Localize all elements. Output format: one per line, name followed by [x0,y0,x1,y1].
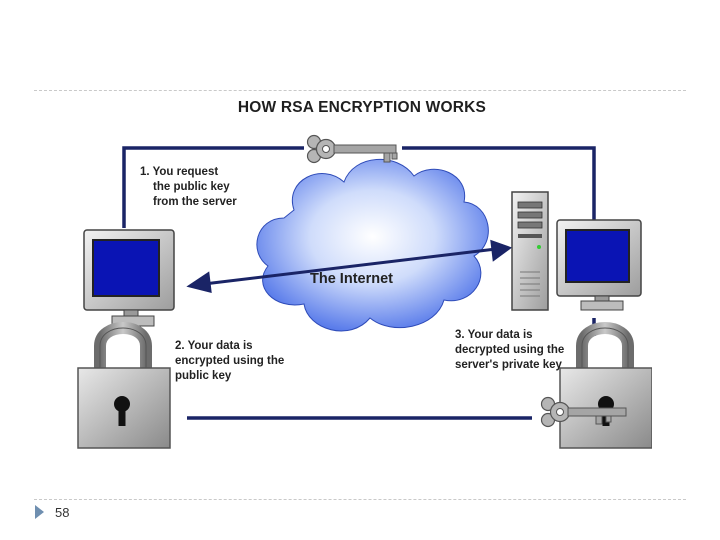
slide-number: 58 [55,505,70,520]
key-icon [306,134,398,164]
rsa-diagram: HOW RSA ENCRYPTION WORKS 1. You request … [72,92,652,454]
step1-line: the public key [153,181,230,193]
top-divider [34,90,686,91]
slide-marker-icon [35,505,44,519]
step3-line: decrypted using the [455,344,565,356]
padlock-icon [559,322,652,449]
step2-label: 2. Your data is encrypted using the publ… [175,339,284,384]
step1-line: 1. You request [140,166,219,178]
connection-lines [122,146,596,420]
step3-line: server's private key [455,359,562,371]
computer-icon [556,219,642,311]
step3-line: 3. Your data is [455,329,533,341]
diagram-title: HOW RSA ENCRYPTION WORKS [237,99,487,116]
step2-line: 2. Your data is [175,340,253,352]
key-icon [540,396,627,428]
step1-label: 1. You request the public key from the s… [140,165,237,210]
data-flow-arrow [186,239,513,293]
cloud-label: The Internet [310,271,393,287]
step2-line: public key [175,370,232,382]
server-icon [511,191,549,311]
bottom-divider [34,499,686,500]
step3-label: 3. Your data is decrypted using the serv… [455,328,564,373]
padlock-icon [77,322,171,449]
step2-line: encrypted using the [175,355,285,367]
computer-icon [83,229,175,327]
step1-line: from the server [153,196,237,208]
internet-cloud [256,158,489,332]
diagram-graphic [77,134,652,449]
